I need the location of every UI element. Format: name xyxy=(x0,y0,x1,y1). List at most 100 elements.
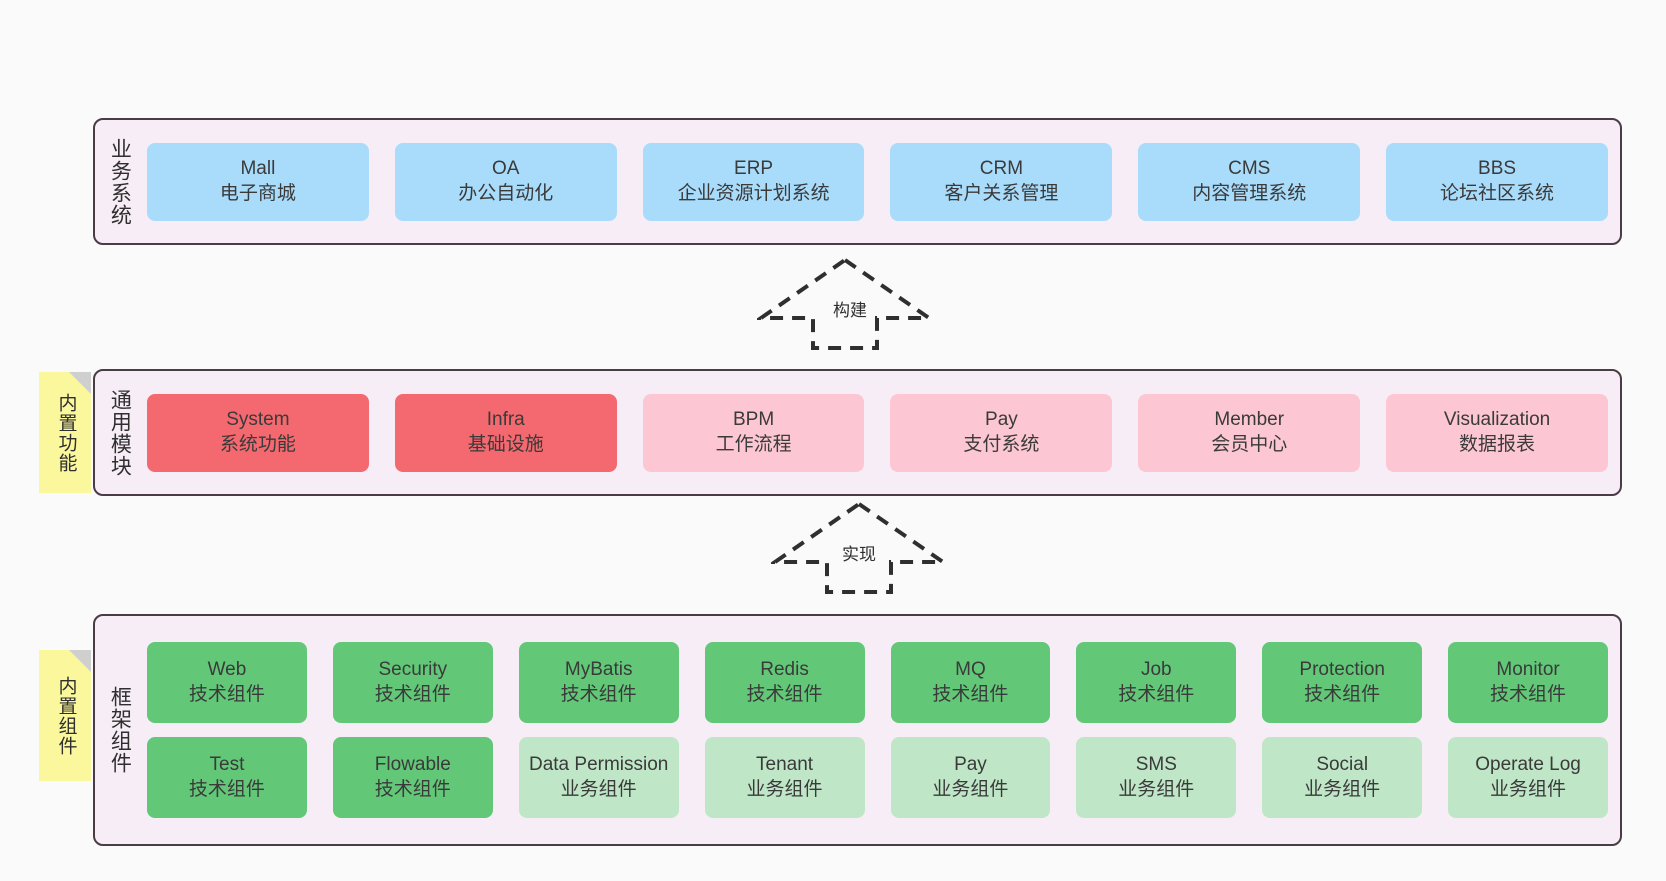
card-security-en: Security xyxy=(378,659,448,681)
card-visualization[interactable]: Visualization 数据报表 xyxy=(1386,393,1608,472)
card-erp-en: ERP xyxy=(734,158,774,180)
card-flowable[interactable]: Flowable 技术组件 xyxy=(332,737,493,818)
card-data-permission-cn: 业务组件 xyxy=(560,778,637,800)
card-tenant-en: Tenant xyxy=(756,754,814,776)
card-bbs[interactable]: BBS 论坛社区系统 xyxy=(1386,142,1608,221)
card-tenant[interactable]: Tenant 业务组件 xyxy=(704,737,865,818)
arrow-build: 构建 xyxy=(757,256,933,352)
card-erp[interactable]: ERP 企业资源计划系统 xyxy=(642,142,865,221)
arrow-implement: 实现 xyxy=(771,500,947,596)
layer-common-modules: 通用模块 System 系统功能 Infra 基础设施 BPM 工作流程 Pay… xyxy=(93,369,1622,496)
card-member-en: Member xyxy=(1214,409,1285,431)
card-social[interactable]: Social 业务组件 xyxy=(1262,737,1423,818)
card-crm-en: CRM xyxy=(979,158,1024,180)
card-mall-cn: 电子商城 xyxy=(219,182,296,204)
layer-common-modules-title: 通用模块 xyxy=(108,388,132,477)
card-cms[interactable]: CMS 内容管理系统 xyxy=(1138,142,1361,221)
card-redis[interactable]: Redis 技术组件 xyxy=(704,642,865,723)
framework-card-row-business: Test 技术组件 Flowable 技术组件 Data Permission … xyxy=(147,737,1608,818)
card-web-cn: 技术组件 xyxy=(188,683,265,705)
card-job-cn: 技术组件 xyxy=(1118,683,1195,705)
sticky-note-builtin-features: 内置功能 xyxy=(39,372,91,493)
card-redis-cn: 技术组件 xyxy=(746,683,823,705)
card-infra[interactable]: Infra 基础设施 xyxy=(394,393,617,472)
card-oa-en: OA xyxy=(492,158,520,180)
card-crm[interactable]: CRM 客户关系管理 xyxy=(890,142,1113,221)
card-pay-module-cn: 支付系统 xyxy=(963,433,1040,455)
card-security[interactable]: Security 技术组件 xyxy=(332,642,493,723)
card-test-en: Test xyxy=(209,754,245,776)
card-operate-log-en: Operate Log xyxy=(1475,754,1581,776)
card-cms-en: CMS xyxy=(1228,158,1271,180)
card-pay-component-en: Pay xyxy=(954,754,987,776)
framework-card-row-tech: Web 技术组件 Security 技术组件 MyBatis 技术组件 Redi… xyxy=(147,642,1608,723)
card-pay-module-en: Pay xyxy=(985,409,1018,431)
card-sms-en: SMS xyxy=(1135,754,1177,776)
card-sms-cn: 业务组件 xyxy=(1118,778,1195,800)
card-bpm-en: BPM xyxy=(732,409,775,431)
card-sms[interactable]: SMS 业务组件 xyxy=(1076,737,1237,818)
card-protection[interactable]: Protection 技术组件 xyxy=(1262,642,1423,723)
card-protection-en: Protection xyxy=(1299,659,1385,681)
card-monitor-en: Monitor xyxy=(1496,659,1560,681)
card-crm-cn: 客户关系管理 xyxy=(944,182,1059,204)
layer-business-system: 业务系统 Mall 电子商城 OA 办公自动化 ERP 企业资源计划系统 CRM… xyxy=(93,118,1622,245)
card-mall-en: Mall xyxy=(240,158,276,180)
card-job-en: Job xyxy=(1140,659,1172,681)
card-monitor[interactable]: Monitor 技术组件 xyxy=(1448,642,1608,723)
card-mall[interactable]: Mall 电子商城 xyxy=(147,142,369,221)
modules-cards-area: System 系统功能 Infra 基础设施 BPM 工作流程 Pay 支付系统… xyxy=(143,371,1620,494)
framework-cards-area: Web 技术组件 Security 技术组件 MyBatis 技术组件 Redi… xyxy=(143,616,1620,844)
card-flowable-en: Flowable xyxy=(374,754,451,776)
card-web[interactable]: Web 技术组件 xyxy=(147,642,307,723)
card-social-en: Social xyxy=(1316,754,1369,776)
card-operate-log-cn: 业务组件 xyxy=(1490,778,1567,800)
card-infra-cn: 基础设施 xyxy=(467,433,544,455)
layer-business-system-title: 业务系统 xyxy=(108,137,132,226)
business-card-row: Mall 电子商城 OA 办公自动化 ERP 企业资源计划系统 CRM 客户关系… xyxy=(147,142,1608,221)
card-job[interactable]: Job 技术组件 xyxy=(1076,642,1237,723)
sticky-note-builtin-features-label: 内置功能 xyxy=(55,392,77,473)
card-oa[interactable]: OA 办公自动化 xyxy=(394,142,617,221)
layer-framework-components-title: 框架组件 xyxy=(108,686,132,774)
card-visualization-en: Visualization xyxy=(1443,409,1551,431)
card-system-cn: 系统功能 xyxy=(219,433,296,455)
card-oa-cn: 办公自动化 xyxy=(458,182,554,204)
card-mybatis[interactable]: MyBatis 技术组件 xyxy=(518,642,679,723)
card-data-permission-en: Data Permission xyxy=(528,754,669,776)
card-mybatis-cn: 技术组件 xyxy=(560,683,637,705)
card-test-cn: 技术组件 xyxy=(188,778,265,800)
card-bpm[interactable]: BPM 工作流程 xyxy=(642,393,865,472)
card-infra-en: Infra xyxy=(486,409,525,431)
card-tenant-cn: 业务组件 xyxy=(746,778,823,800)
card-protection-cn: 技术组件 xyxy=(1304,683,1381,705)
card-pay-component-cn: 业务组件 xyxy=(932,778,1009,800)
card-pay-module[interactable]: Pay 支付系统 xyxy=(890,393,1113,472)
card-monitor-cn: 技术组件 xyxy=(1490,683,1567,705)
layer-framework-components: 框架组件 Web 技术组件 Security 技术组件 MyBatis 技术组件… xyxy=(93,614,1622,846)
modules-card-row: System 系统功能 Infra 基础设施 BPM 工作流程 Pay 支付系统… xyxy=(147,393,1608,472)
card-visualization-cn: 数据报表 xyxy=(1459,433,1536,455)
card-security-cn: 技术组件 xyxy=(374,683,451,705)
card-operate-log[interactable]: Operate Log 业务组件 xyxy=(1448,737,1608,818)
card-bbs-en: BBS xyxy=(1478,158,1517,180)
card-redis-en: Redis xyxy=(760,659,809,681)
card-bpm-cn: 工作流程 xyxy=(715,433,792,455)
card-mq[interactable]: MQ 技术组件 xyxy=(890,642,1051,723)
card-member-cn: 会员中心 xyxy=(1211,433,1288,455)
card-mq-cn: 技术组件 xyxy=(932,683,1009,705)
card-cms-cn: 内容管理系统 xyxy=(1192,182,1307,204)
card-system[interactable]: System 系统功能 xyxy=(147,393,369,472)
card-mq-en: MQ xyxy=(955,659,986,681)
card-member[interactable]: Member 会员中心 xyxy=(1138,393,1361,472)
card-bbs-cn: 论坛社区系统 xyxy=(1440,182,1555,204)
card-system-en: System xyxy=(226,409,290,431)
card-data-permission[interactable]: Data Permission 业务组件 xyxy=(518,737,679,818)
card-pay-component[interactable]: Pay 业务组件 xyxy=(890,737,1051,818)
card-mybatis-en: MyBatis xyxy=(564,659,633,681)
card-social-cn: 业务组件 xyxy=(1304,778,1381,800)
card-test[interactable]: Test 技术组件 xyxy=(147,737,307,818)
business-cards-area: Mall 电子商城 OA 办公自动化 ERP 企业资源计划系统 CRM 客户关系… xyxy=(143,120,1620,243)
sticky-note-builtin-components-label: 内置组件 xyxy=(55,675,77,756)
card-erp-cn: 企业资源计划系统 xyxy=(677,182,830,204)
